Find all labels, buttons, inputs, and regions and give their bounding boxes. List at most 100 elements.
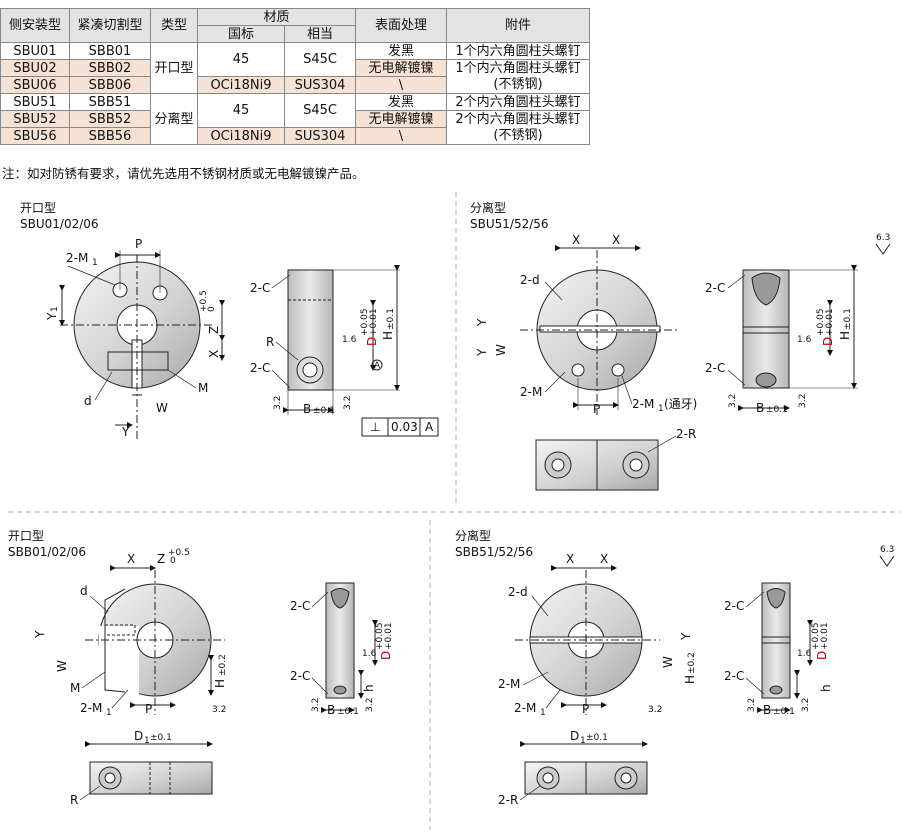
roughness-32-sbb-split: 3.2 <box>648 705 662 715</box>
section-a-models: SBU01/02/06 <box>20 217 99 231</box>
dim-x-left: X <box>572 233 580 247</box>
callout-2c-b: 2-C <box>250 361 270 375</box>
dim-h-split-tol: ±0.1 <box>843 308 853 330</box>
dim-h-sbb-split-tol: ±0.2 <box>687 652 697 674</box>
drawing-sbu-open-side: H ±0.1 D +0.05 +0.01 1.6 A 2-C R 2-C B ±… <box>250 265 439 437</box>
cell: 分离型 <box>150 93 198 145</box>
section-d-title: 分离型 <box>455 528 491 543</box>
drawing-sbu-split-front: X X 2-d Y Y W 2-M P 2-M 1 (通牙) <box>475 233 697 416</box>
dim-b-split-tol: ±0.1 <box>766 405 788 415</box>
dim-h: H <box>381 331 395 340</box>
dim-d-sbb-tol1: +0.05 <box>375 622 385 650</box>
cell: SBB01 <box>69 42 151 60</box>
dim-b-sbb-split: B <box>763 703 771 717</box>
dim-x-sbb-split-b: X <box>600 552 608 566</box>
cell: OCi18Ni9 <box>197 127 285 145</box>
dim-w-sbb-split: W <box>661 656 675 668</box>
dim-d-sbb-tol2: +0.01 <box>384 622 394 650</box>
cell: 45 <box>197 42 285 77</box>
dim-y-sbb-split: Y <box>679 632 693 641</box>
cell: 1个内六角圆柱头螺钉 <box>446 59 590 77</box>
callout-2c: 2-C <box>250 281 270 295</box>
dim-z: Z <box>207 326 221 334</box>
dim-d1-sbb-split-tol: ±0.1 <box>586 733 608 743</box>
dim-d1-sbb-split: D <box>570 729 579 743</box>
drawing-sbb-open-side: 2-C 2-C D +0.05 +0.01 1.6 B ±0.1 3.2 3.2… <box>290 582 394 717</box>
callout-2m1-thru: 2-M <box>632 397 654 411</box>
cell: SBB02 <box>69 59 151 77</box>
dim-d-tol1: +0.05 <box>360 308 370 336</box>
dim-b-tol: ±0.1 <box>313 406 335 416</box>
dim-d-sbb-split: D <box>815 651 829 660</box>
dim-b-sbb-split-tol: ±0.1 <box>773 707 795 717</box>
callout-2m1-sbb: 2-M <box>80 701 102 715</box>
datum-a: A <box>374 361 381 371</box>
callout-2c-split-a: 2-C <box>705 281 725 295</box>
drawing-sbb-split-front: X X 2-d Y W H ±0.2 2-M 2-M 1 P 3.2 <box>498 552 697 718</box>
dim-y1-sub: 1 <box>50 306 60 312</box>
dim-d-sbb: D <box>379 651 393 660</box>
dim-p: P <box>135 237 142 251</box>
callout-2r-sbb: 2-R <box>498 793 518 807</box>
dim-d-sbb-split-tol1: +0.05 <box>811 622 821 650</box>
roughness-32-sbb-split-a: 3.2 <box>747 698 757 712</box>
dim-d1-sbb: D <box>134 729 143 743</box>
th-surface: 表面处理 <box>355 8 447 43</box>
dim-h-sbb-tol: ±0.2 <box>218 654 228 676</box>
spec-table: 侧安装型 紧凑切割型 类型 材质 表面处理 附件 国标 相当 SBU01 SBB… <box>0 8 590 145</box>
dim-y1-split: Y <box>475 348 489 357</box>
callout-2m1-sub: 1 <box>92 258 98 268</box>
dim-d-split-tol1: +0.05 <box>816 308 826 336</box>
roughness-32-sbb-split-b: 3.2 <box>801 698 811 712</box>
dim-h-sbb-split: H <box>683 675 697 684</box>
note-text: 注：如对防锈有要求，请优先选用不锈钢材质或无电解镀镍产品。 <box>2 166 365 181</box>
cell: (不锈钢) <box>446 127 590 145</box>
dim-h-split: H <box>838 331 852 340</box>
dim-x-right: X <box>612 233 620 247</box>
callout-2c-sbb-split-a: 2-C <box>724 599 744 613</box>
cell: (不锈钢) <box>446 76 590 94</box>
cell: SBB56 <box>69 127 151 145</box>
dim-b-split: B <box>756 401 764 415</box>
drawing-sbb-split-plan: D 1 ±0.1 2-R <box>498 729 648 807</box>
cell: 开口型 <box>150 42 198 94</box>
dim-y1: Y <box>45 312 59 321</box>
section-a-title: 开口型 <box>20 201 56 215</box>
dim-z-sbb: Z <box>157 552 165 566</box>
cell: 2个内六角圆柱头螺钉 <box>446 93 590 111</box>
gdt-value: 0.03 <box>391 420 418 434</box>
dim-d1-sbb-tol: ±0.1 <box>150 733 172 743</box>
dim-p-split: P <box>593 402 600 416</box>
roughness-32-b: 3.2 <box>343 396 353 410</box>
callout-m: M <box>198 381 208 395</box>
dim-y: Y <box>121 425 130 439</box>
drawing-sbb-open-front: X Z +0.5 0 d Y W M 2-M 1 P H ±0.2 3.2 <box>33 548 228 718</box>
callout-2c-sbb-a: 2-C <box>290 599 310 613</box>
callout-2m1-thru-tail: (通牙) <box>664 397 697 411</box>
section-c-models: SBB01/02/06 <box>8 545 86 559</box>
th-acc: 附件 <box>446 8 590 43</box>
callout-d: d <box>84 394 92 408</box>
dim-y-split: Y <box>475 318 489 327</box>
roughness-63-top: 6.3 <box>876 233 890 243</box>
callout-2m1-thru-sub: 1 <box>658 404 664 414</box>
callout-2r: 2-R <box>676 427 696 441</box>
drawing-sbb-split-side: 2-C 2-C D +0.05 +0.01 1.6 B ±0.1 3.2 3.2… <box>724 545 895 717</box>
dim-h-sbb: H <box>213 679 227 688</box>
drawing-sbb-open-plan: D 1 ±0.1 R <box>70 729 213 807</box>
dim-b-sbb: B <box>327 703 335 717</box>
gdt-ref: A <box>425 420 434 434</box>
dim-h-tol: ±0.1 <box>386 308 396 330</box>
roughness-16-sbb: 1.6 <box>362 649 377 659</box>
dim-y-sbb: Y <box>33 630 47 639</box>
dim-x-sbb-split-a: X <box>566 552 574 566</box>
dim-d1-sbb-split-sub: 1 <box>580 736 586 746</box>
dim-b-sbb-tol: ±0.1 <box>337 707 359 717</box>
th-gb: 国标 <box>197 25 285 43</box>
roughness-63-bottom: 6.3 <box>880 545 894 555</box>
callout-r-sbb: R <box>70 793 78 807</box>
callout-2m1-sbb-sub: 1 <box>106 708 112 718</box>
callout-2m-sbb: 2-M <box>498 677 520 691</box>
dim-w-sbb: W <box>55 660 69 672</box>
